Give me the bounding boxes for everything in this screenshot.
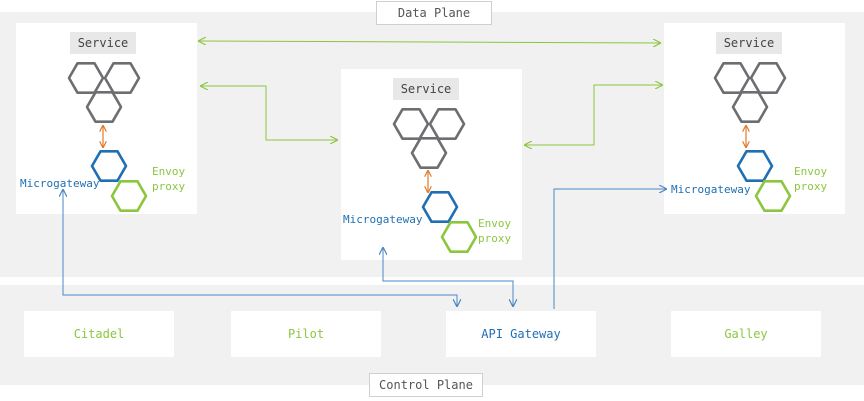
pilot-box: Pilot: [231, 311, 381, 357]
link-left-center: [201, 86, 337, 140]
service-label-left: Service: [70, 32, 136, 54]
data-plane-label: Data Plane: [376, 1, 492, 25]
microgateway-hex-icon: [736, 150, 774, 182]
service-hex-icon: [103, 61, 141, 94]
api-gateway-box: API Gateway: [446, 311, 596, 357]
envoy-hex-icon: [110, 180, 148, 212]
service-hex-icon: [731, 91, 769, 123]
service-hex-icon: [428, 108, 466, 140]
control-plane-label: Control Plane: [369, 373, 483, 397]
citadel-box: Citadel: [24, 311, 174, 357]
service-label-center: Service: [393, 78, 459, 100]
service-hex-icon: [749, 61, 787, 94]
microgateway-hex-icon: [90, 150, 128, 182]
microgateway-label-right: Microgateway: [671, 183, 751, 196]
envoy-label-right: Envoy proxy: [794, 165, 828, 193]
link-left-right: [199, 41, 660, 43]
link-gateway-mg-right: [553, 189, 666, 309]
service-hex-icon: [713, 61, 751, 94]
service-hex-icon: [392, 108, 430, 140]
link-center-right: [525, 85, 662, 145]
service-label-right: Service: [716, 32, 782, 54]
galley-box: Galley: [671, 311, 821, 357]
envoy-hex-icon: [440, 221, 478, 253]
link-mg-center-gateway: [383, 248, 513, 306]
service-hex-icon: [85, 91, 123, 123]
envoy-label-center: Envoy proxy: [478, 217, 512, 245]
microgateway-hex-icon: [421, 191, 459, 223]
service-hex-icon: [67, 61, 105, 94]
microgateway-label-left: Microgateway: [20, 177, 100, 190]
envoy-hex-icon: [754, 180, 792, 212]
service-hex-icon: [410, 137, 448, 169]
